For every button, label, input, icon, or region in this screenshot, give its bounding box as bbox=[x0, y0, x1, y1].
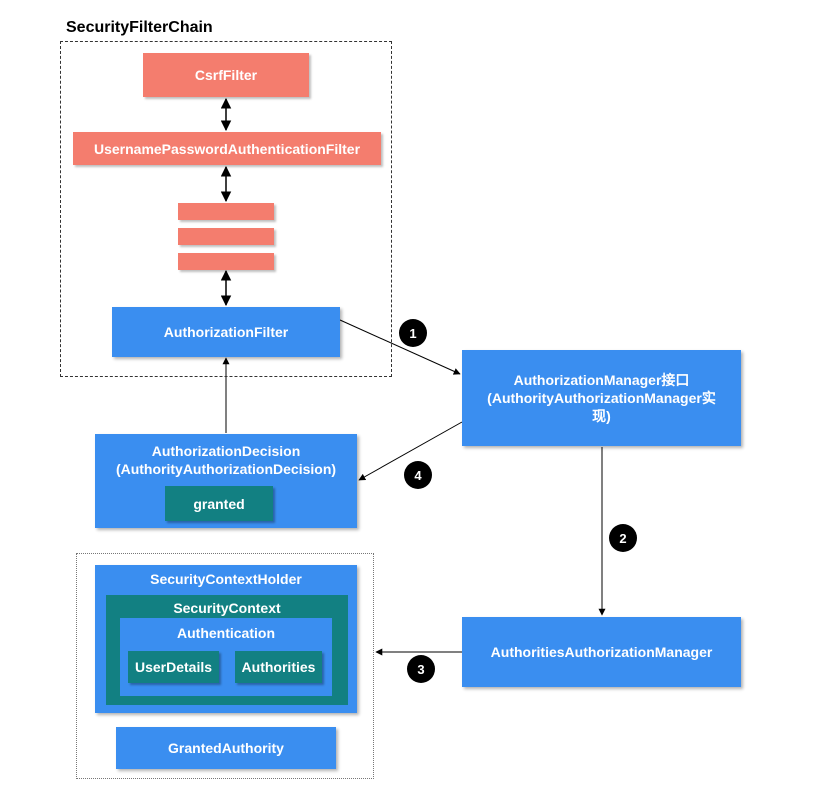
filter-placeholder-2 bbox=[178, 228, 274, 245]
authorities-authorization-manager: AuthoritiesAuthorizationManager bbox=[462, 617, 741, 687]
granted-field: granted bbox=[165, 486, 273, 521]
authorization-manager: AuthorizationManager接口 (AuthorityAuthori… bbox=[462, 350, 741, 446]
filter-placeholder-3 bbox=[178, 253, 274, 270]
security-context-holder-label: SecurityContextHolder bbox=[150, 571, 302, 587]
csrf-filter: CsrfFilter bbox=[143, 53, 309, 97]
arrow-step-1 bbox=[339, 319, 461, 375]
security-context-label: SecurityContext bbox=[173, 600, 281, 616]
filter-chain-title: SecurityFilterChain bbox=[66, 19, 213, 36]
step-badge-4: 4 bbox=[404, 461, 432, 489]
authorization-filter: AuthorizationFilter bbox=[112, 307, 340, 357]
security-context-group bbox=[76, 553, 374, 779]
authentication-label: Authentication bbox=[177, 625, 275, 641]
step-badge-1: 1 bbox=[399, 319, 427, 347]
manager-line-3: 现) bbox=[592, 408, 611, 424]
manager-line-2: (AuthorityAuthorizationManager实 bbox=[487, 390, 716, 406]
authorities: Authorities bbox=[235, 651, 322, 683]
step-badge-3: 3 bbox=[407, 655, 435, 683]
arrow-step-4 bbox=[358, 421, 463, 481]
granted-authority: GrantedAuthority bbox=[116, 727, 336, 769]
decision-line-2: (AuthorityAuthorizationDecision) bbox=[115, 461, 337, 477]
filter-placeholder-1 bbox=[178, 203, 274, 220]
username-password-filter: UsernamePasswordAuthenticationFilter bbox=[73, 132, 381, 165]
filter-chain-container bbox=[60, 41, 392, 377]
manager-line-1: AuthorizationManager接口 bbox=[513, 372, 690, 388]
step-badge-2: 2 bbox=[609, 524, 637, 552]
decision-line-1: AuthorizationDecision bbox=[151, 443, 301, 459]
user-details: UserDetails bbox=[128, 651, 219, 683]
